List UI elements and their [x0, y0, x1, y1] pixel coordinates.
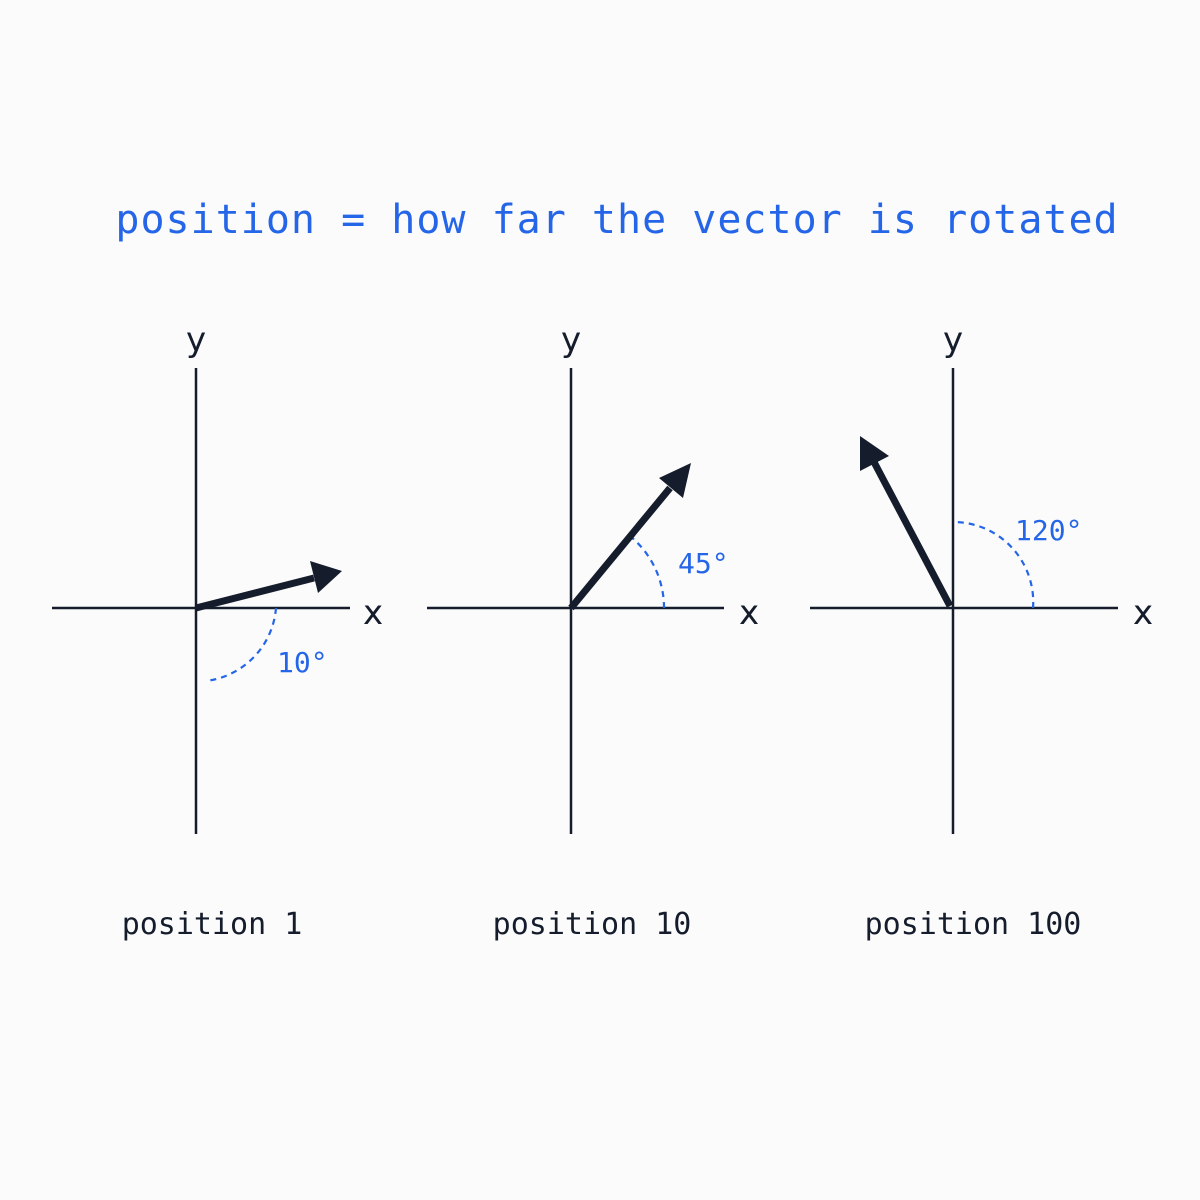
vector-arrow-shaft: [870, 460, 954, 608]
vector-arrow-head: [310, 561, 342, 593]
angle-arc: [954, 520, 1035, 609]
panel-caption: position 10: [493, 907, 692, 942]
panel-position-100: y x 120° position 100: [810, 320, 1153, 942]
y-axis-label: y: [943, 320, 963, 360]
angle-arc: [205, 607, 278, 683]
vector-arrow-shaft: [195, 574, 315, 612]
vector-arrow-head: [860, 436, 889, 471]
vector-arrow-shaft: [568, 485, 673, 611]
panel-caption: position 1: [122, 907, 303, 942]
angle-label: 120°: [1015, 514, 1082, 547]
angle-label: 45°: [678, 547, 729, 580]
diagram-title: position = how far the vector is rotated: [115, 197, 1118, 243]
vector-arrow-head: [659, 463, 691, 498]
angle-arc: [629, 535, 666, 609]
x-axis-label: x: [739, 593, 759, 633]
panel-position-10: y x 45° position 10: [427, 320, 759, 942]
panel-caption: position 100: [865, 907, 1082, 942]
y-axis-label: y: [186, 320, 206, 360]
x-axis-label: x: [363, 593, 383, 633]
angle-label: 10°: [277, 646, 328, 679]
x-axis-label: x: [1133, 593, 1153, 633]
y-axis-label: y: [561, 320, 581, 360]
panel-position-1: y x 10° position 1: [52, 320, 383, 942]
